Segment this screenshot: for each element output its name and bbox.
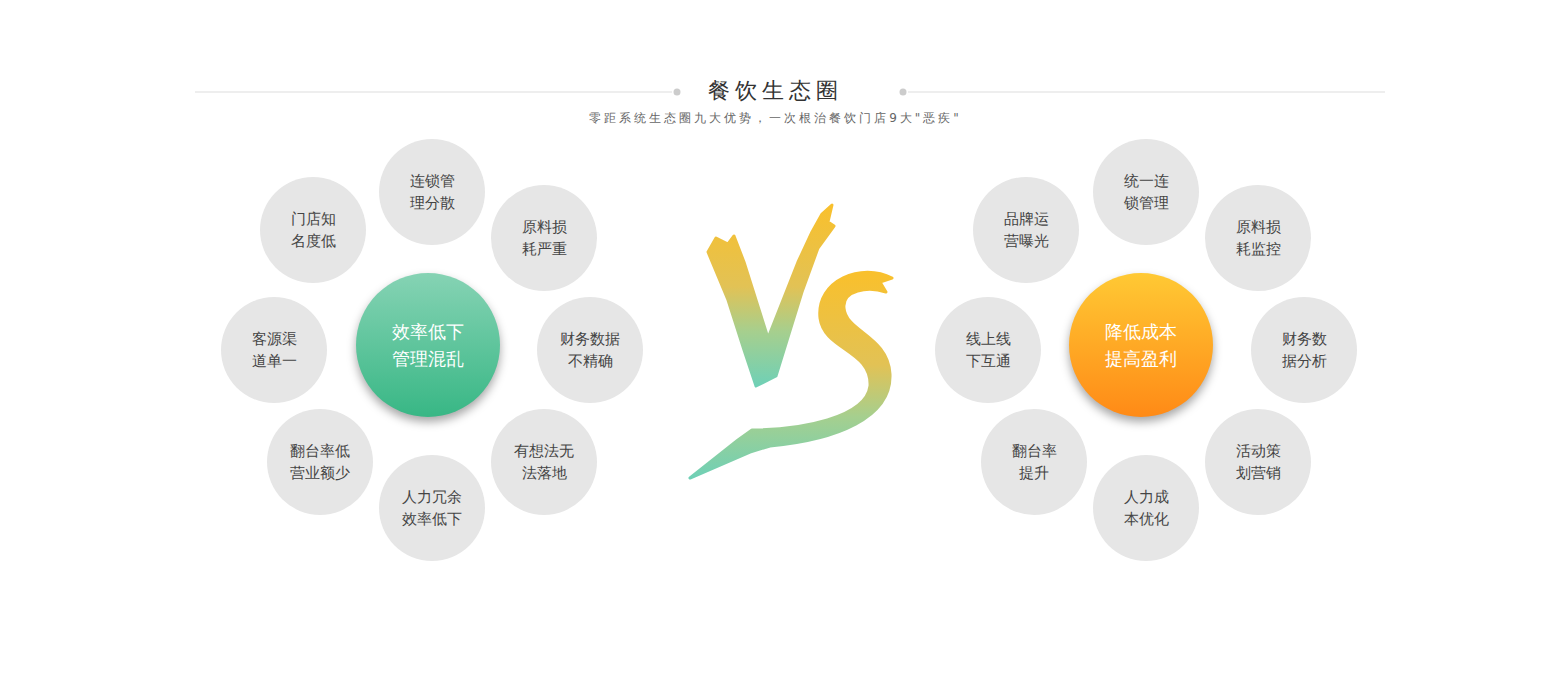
feature-circle: 有想法无 法落地	[491, 409, 597, 515]
circle-outline	[1251, 297, 1357, 403]
feature-label: 翻台率 提升	[997, 440, 1072, 485]
feature-label: 统一连 锁管理	[1109, 170, 1184, 215]
diagram-subtitle: 零距系统生态圈九大优势，一次根治餐饮门店9大"恶疾"	[0, 110, 1551, 127]
feature-label: 门店知 名度低	[276, 208, 351, 253]
feature-label: 连锁管 理分散	[395, 170, 470, 215]
title-dot	[674, 89, 681, 96]
feature-label: 财务数据 不精确	[553, 328, 628, 373]
title-rule	[908, 92, 1385, 93]
circle-outline	[1205, 409, 1311, 515]
circle-outline	[379, 455, 485, 561]
feature-circle: 统一连 锁管理	[1093, 139, 1199, 245]
feature-circle: 门店知 名度低	[260, 177, 366, 283]
title-rule	[195, 92, 672, 93]
feature-label: 人力成 本优化	[1109, 486, 1184, 531]
circle-outline	[260, 177, 366, 283]
feature-label: 原料损 耗监控	[1221, 216, 1296, 261]
core-label: 降低成本 提高盈利	[1096, 318, 1186, 372]
circle-outline	[379, 139, 485, 245]
feature-circle: 原料损 耗监控	[1205, 185, 1311, 291]
feature-label: 原料损 耗严重	[507, 216, 582, 261]
circle-outline	[356, 273, 500, 417]
feature-label: 客源渠 道单一	[237, 328, 312, 373]
feature-label: 人力冗余 效率低下	[395, 486, 470, 531]
feature-circle: 品牌运 营曝光	[973, 177, 1079, 283]
feature-label: 线上线 下互通	[951, 328, 1026, 373]
circle-outline	[221, 297, 327, 403]
feature-label: 翻台率低 营业额少	[283, 440, 358, 485]
core-circle: 降低成本 提高盈利	[1069, 273, 1213, 417]
diagram-title: 餐饮生态圈	[0, 76, 1551, 106]
feature-circle: 人力成 本优化	[1093, 455, 1199, 561]
circle-outline	[1205, 185, 1311, 291]
feature-circle: 财务数据 不精确	[537, 297, 643, 403]
feature-circle: 翻台率低 营业额少	[267, 409, 373, 515]
circle-outline	[1093, 455, 1199, 561]
feature-label: 品牌运 营曝光	[989, 208, 1064, 253]
feature-circle: 原料损 耗严重	[491, 185, 597, 291]
feature-label: 财务数 据分析	[1267, 328, 1342, 373]
feature-circle: 客源渠 道单一	[221, 297, 327, 403]
core-label: 效率低下 管理混乱	[383, 318, 473, 372]
feature-circle: 财务数 据分析	[1251, 297, 1357, 403]
feature-label: 活动策 划营销	[1221, 440, 1296, 485]
feature-circle: 翻台率 提升	[981, 409, 1087, 515]
feature-label: 有想法无 法落地	[507, 440, 582, 485]
circle-outline	[537, 297, 643, 403]
feature-circle: 连锁管 理分散	[379, 139, 485, 245]
feature-circle: 活动策 划营销	[1205, 409, 1311, 515]
circle-outline	[935, 297, 1041, 403]
core-circle: 效率低下 管理混乱	[356, 273, 500, 417]
circle-outline	[981, 409, 1087, 515]
vs-brush-illustration	[690, 205, 892, 478]
circle-outline	[491, 409, 597, 515]
feature-circle: 人力冗余 效率低下	[379, 455, 485, 561]
circle-outline	[1069, 273, 1213, 417]
title-dot	[900, 89, 907, 96]
circle-outline	[1093, 139, 1199, 245]
feature-circle: 线上线 下互通	[935, 297, 1041, 403]
circle-outline	[267, 409, 373, 515]
circle-outline	[973, 177, 1079, 283]
circle-outline	[491, 185, 597, 291]
